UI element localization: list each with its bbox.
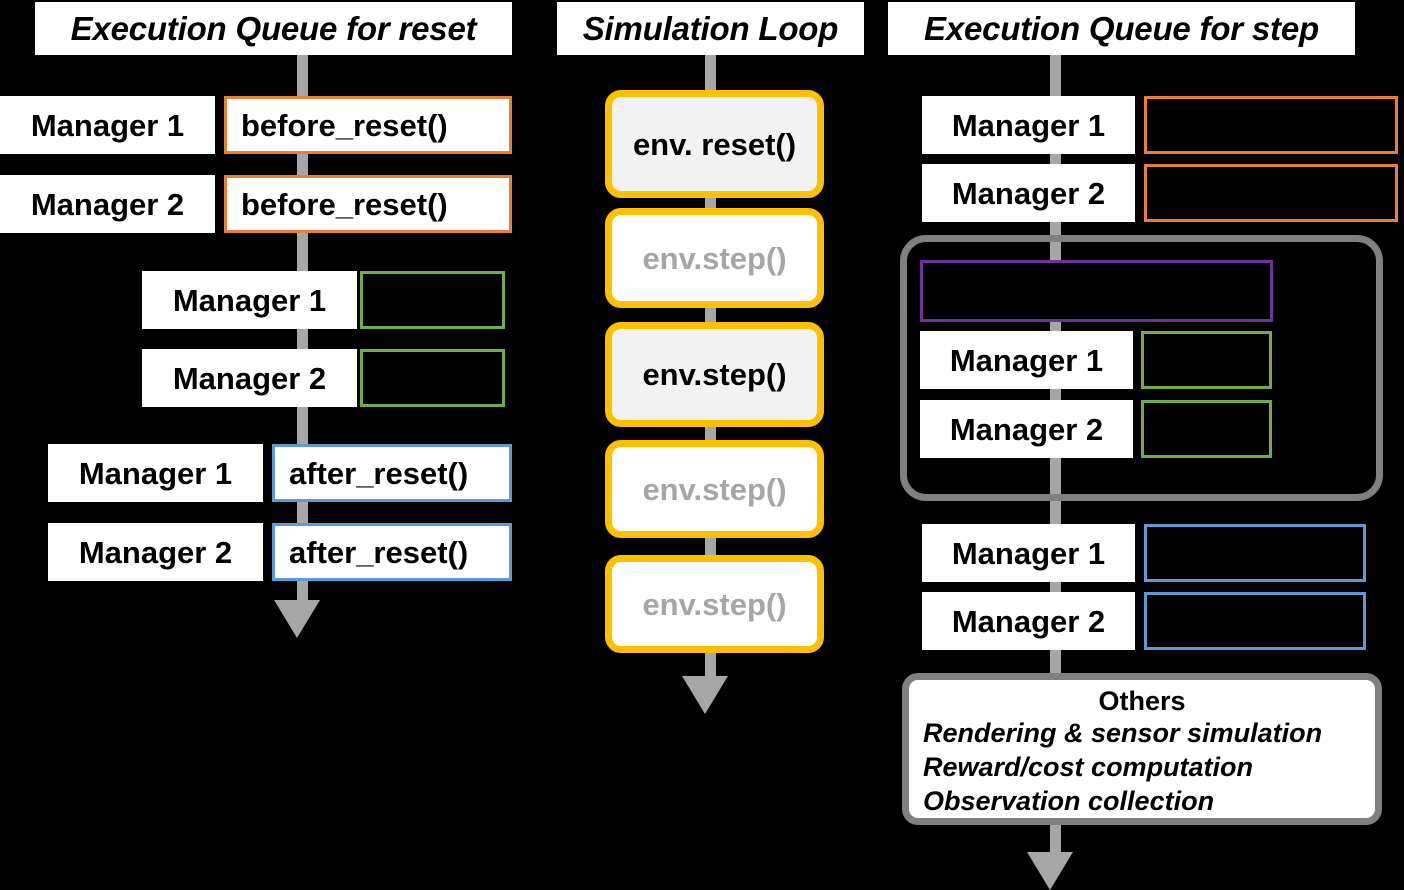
reset-spine-arrow xyxy=(274,600,320,638)
simloop-step-4[interactable]: env.step() xyxy=(605,555,824,653)
simloop-spine-arrow xyxy=(682,676,728,714)
step-queue-title: Execution Queue for step xyxy=(888,2,1355,55)
reset-g2-manager2-plate: Manager 2 xyxy=(142,349,357,407)
step-g1-manager1-plate: Manager 1 xyxy=(922,96,1135,154)
step-g2-manager2-call xyxy=(1141,400,1272,458)
step-g2-manager2-plate: Manager 2 xyxy=(920,400,1133,458)
step-g1-manager2-plate: Manager 2 xyxy=(922,164,1135,222)
reset-g3-manager1-call: after_reset() xyxy=(272,444,512,502)
others-line-1: Reward/cost computation xyxy=(923,751,1254,782)
step-physics-group xyxy=(900,235,1383,501)
step-g2-manager1-plate: Manager 1 xyxy=(920,331,1133,389)
step-spine-arrow xyxy=(1027,852,1073,890)
reset-spine xyxy=(297,52,308,607)
step-g1-manager1-call xyxy=(1144,96,1398,154)
others-heading: Others xyxy=(1098,686,1186,716)
reset-queue-title: Execution Queue for reset xyxy=(35,2,512,55)
reset-g1-manager1-call: before_reset() xyxy=(224,96,512,154)
reset-g1-manager2-plate: Manager 2 xyxy=(0,175,215,233)
simloop-step-1[interactable]: env.step() xyxy=(605,208,824,308)
reset-g1-manager1-plate: Manager 1 xyxy=(0,96,215,154)
reset-g2-manager1-call xyxy=(360,271,505,329)
simloop-step-3[interactable]: env.step() xyxy=(605,440,824,538)
step-g2-banner xyxy=(920,260,1273,322)
reset-g2-manager2-call xyxy=(360,349,505,407)
step-g3-manager2-plate: Manager 2 xyxy=(922,592,1135,650)
simloop-step-0[interactable]: env. reset() xyxy=(605,90,824,198)
step-g2-manager1-call xyxy=(1141,331,1272,389)
reset-g3-manager2-call: after_reset() xyxy=(272,523,512,581)
reset-g1-manager2-call: before_reset() xyxy=(224,175,512,233)
simulation-loop-title: Simulation Loop xyxy=(557,2,864,55)
step-others-box: Others Rendering & sensor simulation Rew… xyxy=(902,673,1382,825)
step-g1-manager2-call xyxy=(1144,164,1398,222)
step-g3-manager1-plate: Manager 1 xyxy=(922,524,1135,582)
others-line-0: Rendering & sensor simulation xyxy=(923,718,1323,749)
step-g3-manager2-call xyxy=(1144,592,1366,650)
reset-g3-manager1-plate: Manager 1 xyxy=(48,444,263,502)
others-line-2: Observation collection xyxy=(923,785,1215,816)
reset-g2-manager1-plate: Manager 1 xyxy=(142,271,357,329)
reset-g3-manager2-plate: Manager 2 xyxy=(48,523,263,581)
step-g3-manager1-call xyxy=(1144,524,1366,582)
simloop-step-2[interactable]: env.step() xyxy=(605,322,824,427)
